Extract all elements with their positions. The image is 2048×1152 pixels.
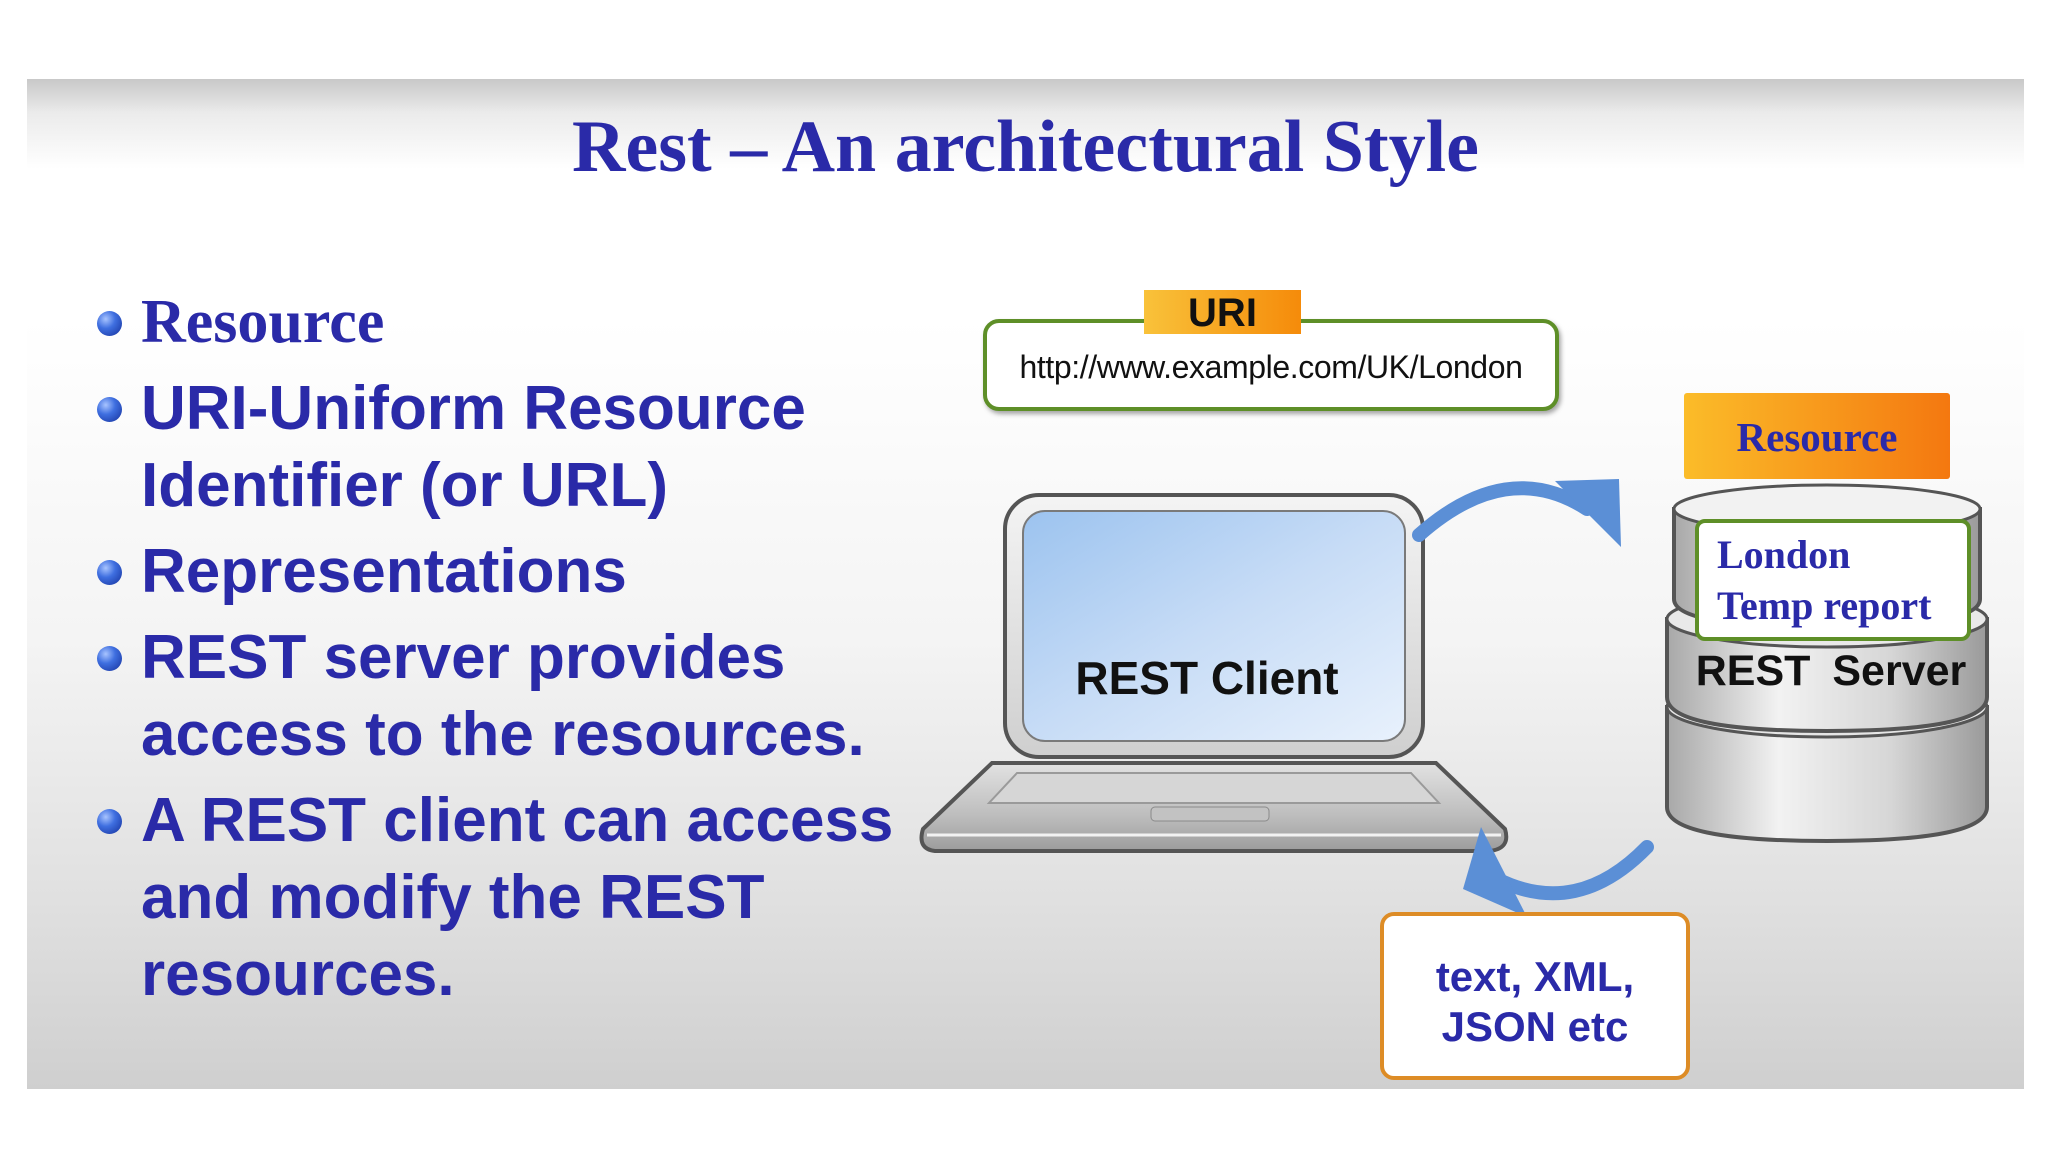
bullet-text-line: Resource	[141, 288, 385, 356]
resource-line-1: London	[1717, 532, 1851, 577]
bullet-text-line: A REST client can access	[141, 786, 894, 855]
bullet-text-line: resources.	[141, 940, 455, 1009]
bullet-text-line: REST server provides	[141, 623, 786, 692]
bullet-dot-icon	[97, 646, 122, 671]
formats-text: text, XML, JSON etc	[1384, 952, 1686, 1052]
laptop-icon	[919, 493, 1509, 853]
diagram-graphics	[919, 479, 1989, 917]
bullet-text-line: URI-Uniform Resource	[141, 374, 806, 443]
bullet-text-line: Identifier (or URL)	[141, 451, 668, 520]
curved-arrow-icon	[1412, 479, 1621, 547]
curved-arrow-return-icon	[1463, 827, 1654, 917]
formats-line-2: JSON etc	[1441, 1003, 1629, 1050]
resource-tag: Resource	[1684, 393, 1950, 479]
bullet-text-line: and modify the REST	[141, 863, 765, 932]
bullet-text-line: Representations	[141, 537, 627, 606]
page-title: Rest – An architectural Style	[571, 106, 1480, 188]
bullet-text-line: access to the resources.	[141, 700, 865, 769]
bullet-item: REST server provides access to the resour…	[67, 619, 893, 773]
rest-diagram: http://www.example.com/UK/London URI Res…	[27, 79, 2024, 1089]
uri-tag: URI	[1144, 290, 1301, 335]
database-server-icon	[1665, 483, 1989, 844]
bullet-dot-icon	[97, 397, 122, 422]
resource-line-2: Temp report	[1717, 583, 1932, 628]
formats-line-1: text, XML,	[1435, 953, 1635, 1000]
bullet-item: Resource	[67, 284, 893, 361]
bullet-item: A REST client can access and modify the R…	[67, 782, 893, 1013]
rest-server-label: REST Server	[1695, 647, 1967, 695]
rest-client-label: REST Client	[1075, 652, 1339, 704]
representation-formats-box: text, XML, JSON etc	[1380, 912, 1690, 1080]
bullet-item: Representations	[67, 533, 893, 610]
bullet-dot-icon	[97, 809, 122, 834]
bullet-dot-icon	[97, 560, 122, 585]
uri-url: http://www.example.com/UK/London	[1019, 349, 1523, 385]
bullet-dot-icon	[97, 311, 122, 336]
